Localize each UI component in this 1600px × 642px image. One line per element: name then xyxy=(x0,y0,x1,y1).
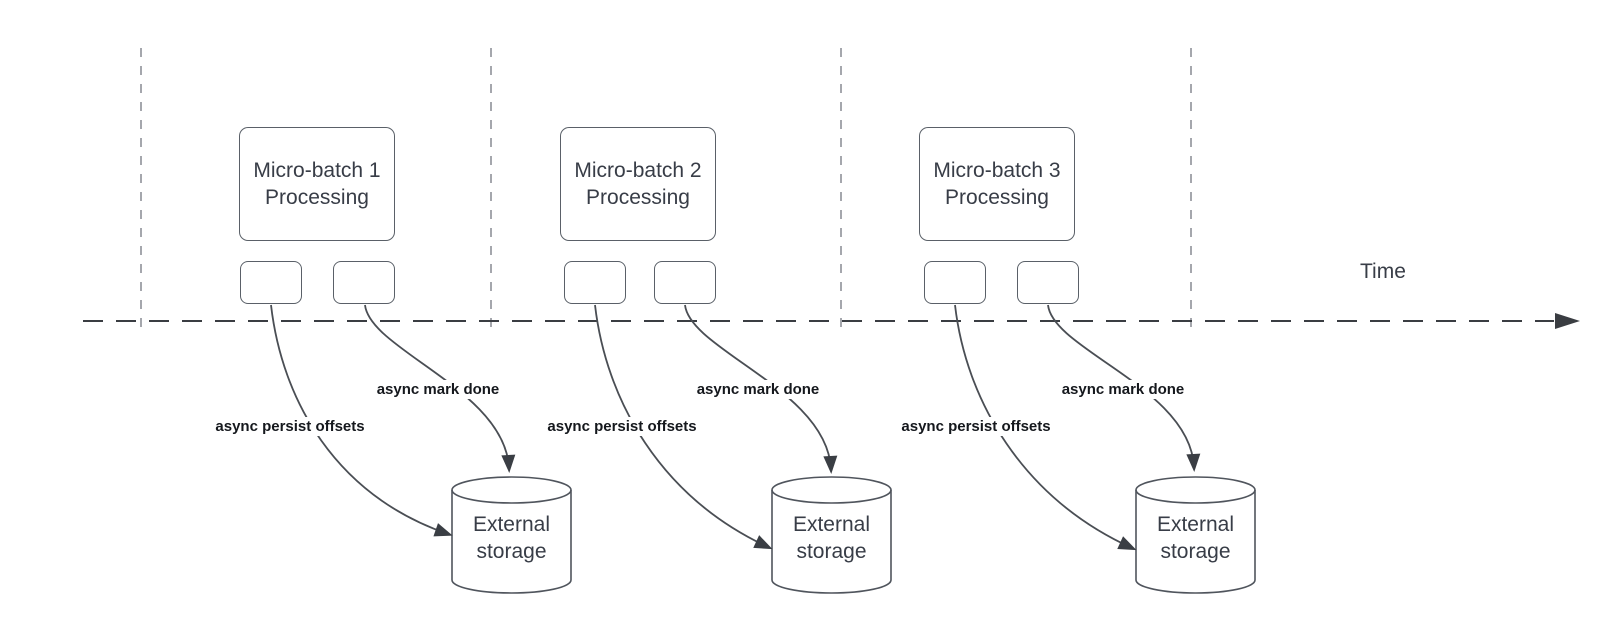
done-task-box-3 xyxy=(1017,261,1079,304)
micro-batch-1-box-line2: Processing xyxy=(265,186,369,209)
offset-task-box-1 xyxy=(240,261,302,304)
external-storage-label-3-line1: External xyxy=(1156,513,1235,536)
mark-done-arrow-2 xyxy=(684,304,838,474)
offset-task-box-2 xyxy=(564,261,626,304)
mark-done-label-2: async mark done xyxy=(692,380,824,399)
external-storage-label-3: External storage xyxy=(1136,511,1255,565)
external-storage-label-3-line2: storage xyxy=(1160,540,1231,563)
micro-batch-3-box-line1: Micro-batch 3 xyxy=(933,159,1061,182)
micro-batch-1-box: Micro-batch 1 Processing xyxy=(239,127,395,241)
mark-done-label-1: async mark done xyxy=(372,380,504,399)
time-axis-arrowhead-icon xyxy=(1555,313,1580,329)
persist-offsets-label-1: async persist offsets xyxy=(211,417,369,436)
external-storage-label-2: External storage xyxy=(772,511,891,565)
micro-batch-3-box-line2: Processing xyxy=(945,186,1049,209)
external-storage-cylinder-3 xyxy=(1135,476,1256,594)
mark-done-arrow-1 xyxy=(364,304,516,473)
micro-batch-2-box-line1: Micro-batch 2 xyxy=(574,159,702,182)
persist-offsets-arrow-2 xyxy=(594,304,773,550)
done-task-box-2 xyxy=(654,261,716,304)
external-storage-label-2-line1: External xyxy=(792,513,871,536)
micro-batch-2-box: Micro-batch 2 Processing xyxy=(560,127,716,241)
external-storage-cylinder-2 xyxy=(771,476,892,594)
persist-offsets-label-2: async persist offsets xyxy=(543,417,701,436)
mark-done-arrow-3 xyxy=(1047,304,1201,472)
done-task-box-1 xyxy=(333,261,395,304)
external-storage-label-1-line2: storage xyxy=(476,540,547,563)
micro-batch-2-box-line2: Processing xyxy=(586,186,690,209)
persist-offsets-label-3: async persist offsets xyxy=(897,417,1055,436)
persist-offsets-arrow-3 xyxy=(954,304,1137,551)
external-storage-label-1: External storage xyxy=(452,511,571,565)
offset-task-box-3 xyxy=(924,261,986,304)
mark-done-label-3: async mark done xyxy=(1057,380,1189,399)
time-axis-label: Time xyxy=(1360,260,1406,283)
persist-offsets-arrow-1 xyxy=(270,304,453,537)
micro-batch-3-box: Micro-batch 3 Processing xyxy=(919,127,1075,241)
external-storage-cylinder-1 xyxy=(451,476,572,594)
external-storage-label-1-line1: External xyxy=(472,513,551,536)
micro-batch-1-box-line1: Micro-batch 1 xyxy=(253,159,381,182)
external-storage-label-2-line2: storage xyxy=(796,540,867,563)
